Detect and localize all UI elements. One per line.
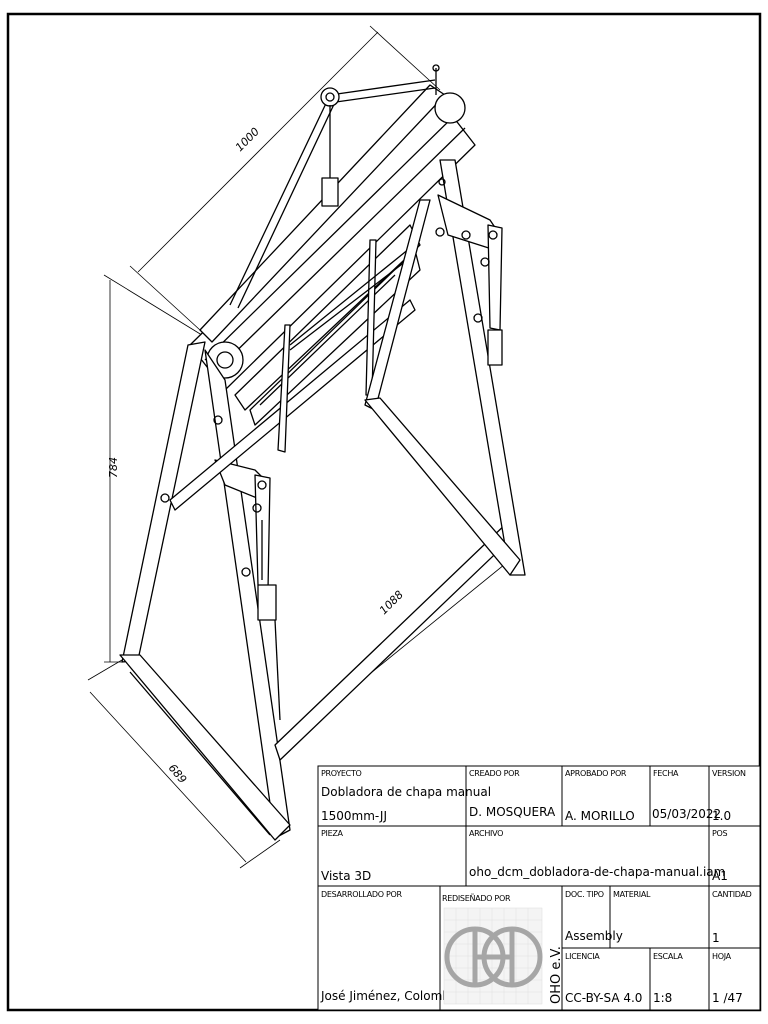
isometric-drawing bbox=[87, 25, 526, 869]
label-version: VERSION bbox=[712, 769, 746, 778]
value-aprobado-por: A. MORILLO bbox=[565, 809, 635, 823]
label-pos: POS bbox=[712, 829, 728, 838]
value-fecha: 05/03/2022 bbox=[652, 807, 721, 821]
dimension-top-length bbox=[129, 25, 441, 331]
label-aprobado-por: APROBADO POR bbox=[565, 769, 627, 778]
value-pieza: Vista 3D bbox=[321, 869, 371, 883]
lever-arm bbox=[229, 64, 440, 309]
value-creado-por: D. MOSQUERA bbox=[469, 805, 556, 819]
label-pieza: PIEZA bbox=[321, 829, 344, 838]
label-desarrollado-por: DESARROLLADO POR bbox=[321, 890, 403, 899]
label-escala: ESCALA bbox=[653, 952, 683, 961]
value-archivo: oho_dcm_dobladora-de-chapa-manual.iam bbox=[469, 865, 725, 879]
value-hoja: 1 /47 bbox=[712, 991, 743, 1005]
oho-logo-text: OHO e.V. bbox=[549, 946, 564, 1004]
value-proyecto-line2: 1500mm-JJ bbox=[321, 809, 387, 823]
dim-depth: 689 bbox=[166, 762, 189, 786]
label-hoja: HOJA bbox=[712, 952, 732, 961]
value-escala: 1:8 bbox=[653, 991, 672, 1005]
label-proyecto: PROYECTO bbox=[321, 769, 362, 778]
left-frame bbox=[119, 341, 291, 841]
dim-top-length: 1000 bbox=[233, 125, 262, 154]
value-doc-tipo: Assembly bbox=[565, 929, 623, 943]
oho-logo bbox=[443, 907, 543, 1005]
value-pos: A1 bbox=[712, 869, 728, 883]
right-frame bbox=[364, 159, 526, 576]
value-desarrollado-por: José Jiménez, Colombia bbox=[320, 989, 461, 1003]
label-fecha: FECHA bbox=[653, 769, 679, 778]
label-material: MATERIAL bbox=[613, 890, 651, 899]
cross-bars bbox=[169, 239, 516, 761]
label-doc-tipo: DOC. TIPO bbox=[565, 890, 604, 899]
value-version: 1.0 bbox=[712, 809, 731, 823]
label-cantidad: CANTIDAD bbox=[712, 890, 752, 899]
value-licencia: CC-BY-SA 4.0 bbox=[565, 991, 642, 1005]
dim-base-length: 1088 bbox=[377, 588, 406, 617]
label-redisenado-por: REDISEÑADO POR bbox=[442, 893, 511, 903]
label-creado-por: CREADO POR bbox=[469, 769, 520, 778]
value-cantidad: 1 bbox=[712, 931, 720, 945]
label-licencia: LICENCIA bbox=[565, 952, 600, 961]
dimension-depth bbox=[87, 659, 281, 869]
label-archivo: ARCHIVO bbox=[469, 829, 503, 838]
value-proyecto-line1: Dobladora de chapa manual bbox=[321, 785, 491, 799]
dim-height: 784 bbox=[107, 457, 120, 478]
